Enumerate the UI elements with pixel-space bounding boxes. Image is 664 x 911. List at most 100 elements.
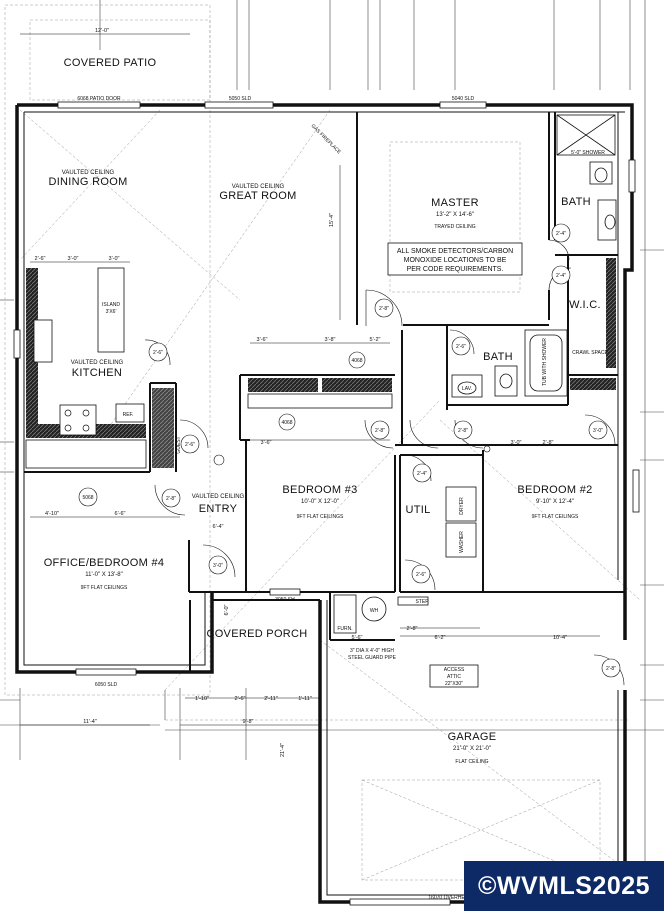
w4068a-label: 4068 [351, 358, 362, 364]
great-sld-label: 5050 SLD [229, 96, 252, 102]
door-label: 2'-8" [458, 428, 468, 434]
overhead-label: 16070 OVERHEAD [428, 895, 472, 901]
entry-ceiling-label: VAULTED CEILING [192, 494, 245, 500]
bedroom3-label: BEDROOM #3 [282, 484, 357, 496]
w4068b-label: 4068 [281, 420, 292, 426]
door-label: 2'-4" [417, 471, 427, 477]
smoke-note-line1: ALL SMOKE DETECTORS/CARBON [397, 248, 513, 255]
great-ceiling-label: VAULTED CEILING [232, 184, 285, 190]
door-label: 2'-8" [375, 428, 385, 434]
watermark-badge: ©WVMLS2025 [464, 861, 664, 911]
access-line1: ACCESS [444, 667, 465, 673]
dimension-label: 2'-8" [407, 626, 418, 632]
entry-label: ENTRY [199, 503, 238, 515]
lav-label: LAV. [462, 386, 472, 392]
dimension-label: 3'-6" [261, 440, 272, 446]
gas-fireplace-label: GAS FIREPLACE [310, 123, 343, 156]
refr-label: REF. [123, 412, 134, 418]
door-label: 2'-4" [556, 273, 566, 279]
bedroom2-size-label: 9'-10" X 12'-4" [536, 499, 574, 505]
door-label: 2'-4" [556, 231, 566, 237]
dimension-label: 11'-4" [83, 719, 97, 725]
bed3-sh-label: 3050 SH [275, 597, 295, 603]
fixtures [333, 114, 617, 688]
office-sld-label: 6050 SLD [95, 682, 118, 688]
wh-label: WH [370, 608, 379, 614]
door-label: 2'-6" [416, 572, 426, 578]
master-label: MASTER [431, 197, 479, 209]
dimension-lines [20, 33, 600, 726]
covered-porch-label: COVERED PORCH [206, 628, 307, 640]
w5068-label: 5068 [82, 495, 93, 501]
master-ceiling-label: TRAYED CEILING [434, 224, 475, 230]
great-room-label: GREAT ROOM [219, 190, 296, 202]
door-label: 2'-6" [185, 442, 195, 448]
crawl-space-label: CRAWL SPACE [572, 350, 608, 356]
door-swings [144, 239, 625, 686]
dimension-label: 15'-4" [329, 213, 335, 227]
dimension-label: 5'-2" [370, 337, 381, 343]
dimension-label: 6'-0" [224, 604, 230, 615]
furn-label: FURN. [337, 626, 352, 632]
dimension-label: 9'-8" [243, 719, 254, 725]
dimension-label: 3'-0" [68, 256, 79, 262]
hall-bath-label: BATH [483, 351, 513, 363]
dimension-label: 6'-6" [115, 511, 126, 517]
dimension-label: 2'-6" [35, 256, 46, 262]
office-size-label: 11'-0" X 13'-8" [85, 572, 122, 578]
kitchen-label: KITCHEN [72, 367, 122, 379]
step-label: STEP [415, 599, 429, 605]
access-line2: ATTIC [447, 674, 461, 680]
windows [13, 101, 640, 906]
wic-label: W.I.C. [569, 299, 601, 311]
tub-label: TUB WITH SHOWER [542, 338, 548, 386]
master-size-label: 13'-2" X 14'-6" [436, 212, 474, 218]
dimension-label: 12'-0" [95, 28, 109, 34]
master-bath-label: BATH [561, 196, 591, 208]
dimension-label: 21'-4" [280, 743, 286, 757]
smoke-note-box [387, 242, 523, 276]
dimension-label: 4'-10" [45, 511, 59, 517]
office-label: OFFICE/BEDROOM #4 [44, 557, 165, 569]
dimension-label: 2'-11" [264, 696, 278, 702]
door-label: 2'-8" [606, 666, 616, 672]
util-label: UTIL [405, 504, 430, 516]
bedroom3-size-label: 10'-0" X 12'-0" [301, 499, 339, 505]
dimension-label: 2'-8" [543, 440, 554, 446]
bedroom2-ceiling-label: 9FT FLAT CEILINGS [532, 514, 579, 520]
dining-room-label: DINING ROOM [48, 176, 127, 188]
shower-label: 5'-0" SHOWER [571, 150, 605, 156]
dimension-label: 1'-11" [298, 696, 312, 702]
dimension-label: 6'-2" [435, 635, 446, 641]
covered-patio-label: COVERED PATIO [64, 57, 157, 69]
door-label: 2'-6" [456, 344, 466, 350]
interior-walls [24, 112, 625, 672]
garage-ceiling-label: FLAT CEILING [455, 759, 488, 765]
access-line3: 22"X30" [445, 681, 463, 687]
dimension-label: 3'-6" [257, 337, 268, 343]
dimension-label: 10'-4" [553, 635, 567, 641]
smoke-note-line2: MONOXIDE LOCATIONS TO BE [404, 257, 507, 264]
bedroom2-label: BEDROOM #2 [517, 484, 592, 496]
dimension-label: 2'-6" [235, 696, 246, 702]
bedroom3-ceiling-label: 9FT FLAT CEILINGS [297, 514, 344, 520]
door-label: 2'-8" [379, 306, 389, 312]
guard-line1: 3" DIA X 4'-0" HIGH [350, 648, 394, 654]
kitchen-ceiling-label: VAULTED CEILING [71, 360, 124, 366]
dining-ceiling-label: VAULTED CEILING [62, 170, 115, 176]
door-label: 3'-0" [593, 428, 603, 434]
garage-label: GARAGE [448, 731, 497, 743]
island-size-label: 3'X6' [106, 309, 117, 315]
island-label: ISLAND [102, 302, 120, 308]
garage-size-label: 21'-0" X 21'-0" [453, 746, 491, 752]
guest-label: GUEST [176, 436, 182, 453]
door-label: 3'-0" [213, 563, 223, 569]
door-label: 2'-6" [153, 350, 163, 356]
dimension-label: 3'-8" [325, 337, 336, 343]
kitchen-cabinets [25, 258, 616, 469]
washer-label: WASHER [459, 531, 465, 553]
dryer-label: DRYER [459, 497, 465, 515]
door-tag-circles [78, 223, 621, 678]
dimension-label: 3'-0" [109, 256, 120, 262]
